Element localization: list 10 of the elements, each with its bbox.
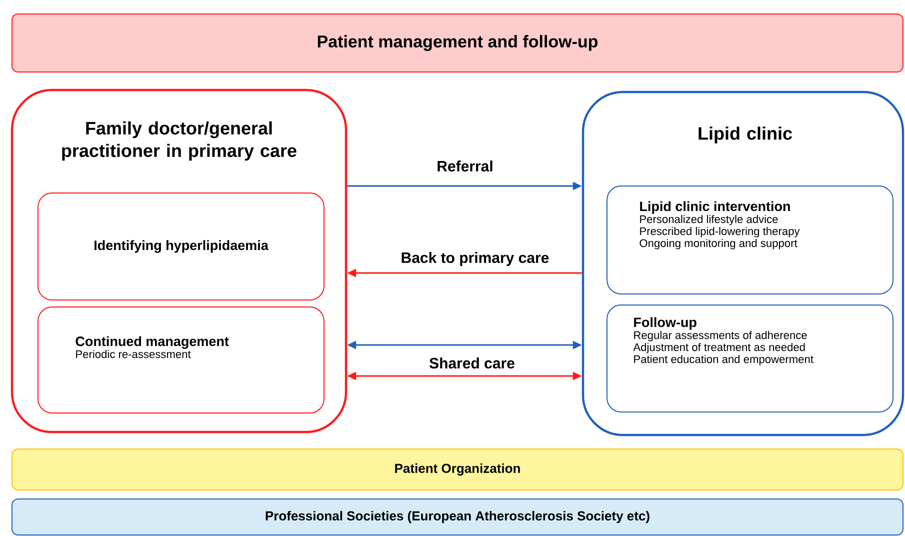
banner: Professional Societies (European Atherosclerosis Society etc) (12, 498, 904, 536)
step-box: Identifying hyperlipidaemia (38, 192, 324, 300)
step-box: Continued management Periodic re-assessment (38, 306, 324, 414)
step-box: Lipid clinic intervention Personalized lifestyle advice Prescribed lipid-lowering therapy Ongoing monitoring and support (606, 186, 894, 294)
banner: Patient Organization (12, 448, 904, 490)
edge-label: Shared care (428, 356, 516, 370)
banner: Patient management and follow-up (12, 14, 904, 72)
edge-label: Referral (436, 160, 494, 172)
step-box: Follow-up Regular assessments of adherence Adjustment of treatment as needed Patient education and empowerment (606, 304, 894, 412)
edge-label: Back to primary care (400, 251, 550, 267)
